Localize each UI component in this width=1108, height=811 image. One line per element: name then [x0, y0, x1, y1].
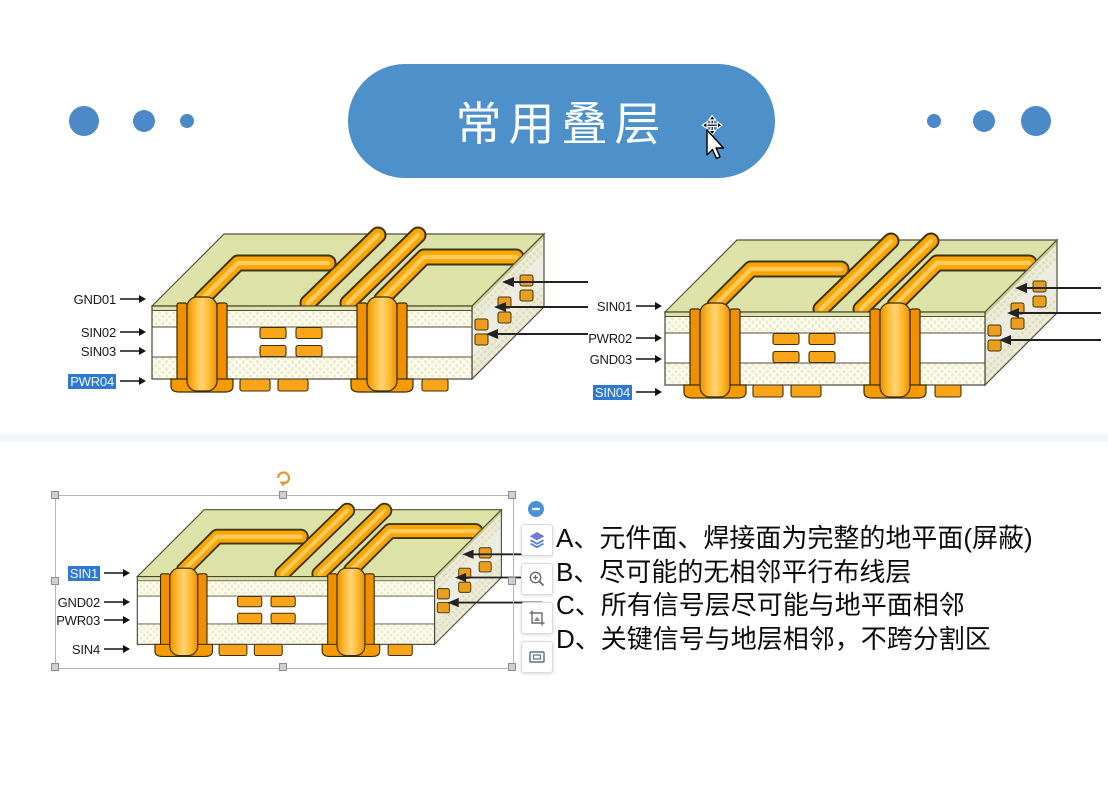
decor-dot: [973, 110, 995, 132]
layer-label-row: PWR04: [20, 372, 146, 390]
arrow-icon: [636, 387, 662, 397]
layer-label-row: GND02: [4, 593, 130, 611]
toolbar-border-style-button[interactable]: [521, 641, 553, 673]
magnifier-plus-icon: [529, 571, 545, 587]
layer-label: GND02: [57, 594, 101, 610]
rotate-handle[interactable]: [274, 469, 292, 487]
note-line-a: A、元件面、焊接面为完整的地平面(屏蔽): [556, 523, 1033, 553]
layer-label: SIN4: [71, 641, 100, 657]
selection-handle-ne[interactable]: [508, 491, 516, 499]
layer-label: SIN01: [596, 298, 632, 314]
decor-dot: [180, 114, 194, 128]
selection-frame: [55, 495, 514, 669]
layer-label: PWR04: [68, 373, 116, 389]
layer-label: GND03: [589, 351, 633, 367]
selection-handle-e[interactable]: [508, 577, 516, 585]
pcb-stackup-illustration: [585, 207, 1105, 447]
layer-label: SIN1: [67, 565, 100, 581]
selection-handle-se[interactable]: [508, 663, 516, 671]
title-shape[interactable]: 常用叠层: [348, 64, 775, 178]
note-line-d: D、关键信号与地层相邻，不跨分割区: [556, 623, 991, 654]
notes-textbox[interactable]: A、元件面、焊接面为完整的地平面(屏蔽) B、尽可能的无相邻平行布线层 C、所有…: [556, 522, 1096, 656]
selection-handle-n[interactable]: [279, 491, 287, 499]
minus-circle-icon: [528, 501, 544, 517]
toolbar-crop-picture-button[interactable]: [521, 602, 553, 634]
selection-handle-nw[interactable]: [51, 491, 59, 499]
arrow-icon: [636, 354, 662, 364]
selection-handle-sw[interactable]: [51, 663, 59, 671]
layer-label-row: SIN03: [20, 342, 146, 360]
selection-handle-s[interactable]: [279, 663, 287, 671]
note-line-c: C、所有信号层尽可能与地平面相邻: [556, 590, 965, 620]
toolbar-layer-settings-button[interactable]: [521, 524, 553, 556]
decor-dot: [133, 110, 155, 132]
crop-image-icon: [529, 610, 545, 626]
note-line-b: B、尽可能的无相邻平行布线层: [556, 556, 912, 587]
arrow-icon: [636, 333, 662, 343]
arrow-icon: [120, 346, 146, 356]
layer-label-row: SIN04: [536, 383, 662, 401]
layer-label-row: SIN02: [20, 323, 146, 341]
arrow-icon: [636, 301, 662, 311]
section-divider: [0, 434, 1108, 442]
layer-label-row: SIN1: [4, 564, 130, 582]
layer-label-row: PWR03: [4, 611, 130, 629]
layer-label-row: SIN4: [4, 640, 130, 658]
decor-dot: [69, 106, 99, 136]
layer-label-row: PWR02: [536, 329, 662, 347]
layer-label-row: GND03: [536, 350, 662, 368]
arrow-icon: [120, 327, 146, 337]
page-title: 常用叠层: [455, 98, 668, 150]
layer-label: SIN03: [80, 343, 116, 359]
layers-icon: [529, 532, 545, 549]
selection-handle-w[interactable]: [51, 577, 59, 585]
decor-dot: [1021, 106, 1051, 136]
move-cursor-icon: [701, 115, 725, 160]
layer-label: SIN02: [80, 324, 116, 340]
pcb-stackup-illustration: [72, 201, 592, 441]
layer-label: SIN04: [592, 384, 632, 400]
layer-label-row: GND01: [20, 290, 146, 308]
frame-icon: [529, 651, 545, 663]
layer-label: GND01: [73, 291, 117, 307]
toolbar-remove-button[interactable]: [528, 501, 544, 517]
layer-label: PWR03: [56, 612, 100, 628]
layer-label-row: SIN01: [536, 297, 662, 315]
decor-dot: [927, 114, 941, 128]
arrow-icon: [120, 294, 146, 304]
arrow-icon: [120, 376, 146, 386]
layer-label: PWR02: [588, 330, 632, 346]
toolbar-zoom-in-button[interactable]: [521, 563, 553, 595]
